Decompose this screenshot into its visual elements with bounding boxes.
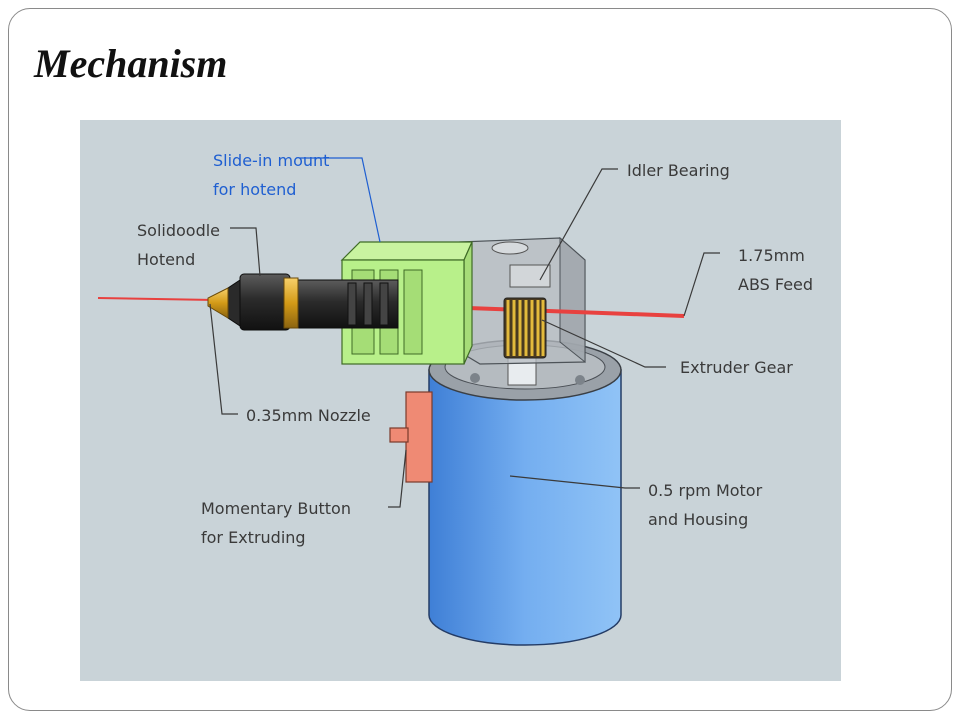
extruder-gear [503,297,547,359]
label-slide-in-mount: Slide-in mount for hotend [213,151,335,199]
label-abs-feed: 1.75mm ABS Feed [738,246,813,294]
label-nozzle: 0.35mm Nozzle [246,406,371,425]
label-momentary-button: Momentary Button for Extruding [201,499,356,547]
leader-abs-feed [683,252,720,317]
leader-button [388,449,407,508]
nozzle-tip [207,287,229,319]
leader-motor [509,475,640,489]
label-solidoodle-hotend: Solidoodle Hotend [137,221,225,269]
label-extruder-gear: Extruder Gear [680,358,793,377]
momentary-button [389,391,433,483]
filament-exit-line [97,297,216,301]
hotend-barrel [227,273,399,331]
mechanism-diagram: Slide-in mount for hotend Solidoodle Hot… [80,120,841,681]
slide-frame [8,8,952,711]
label-idler-bearing: Idler Bearing [627,161,730,180]
label-motor: 0.5 rpm Motor and Housing [648,481,767,529]
leader-solidoodle-hotend [230,227,261,277]
leader-idler-bearing [539,168,618,281]
leader-nozzle [209,303,238,415]
slide-title: Mechanism [34,41,228,86]
leader-slide-in-mount [300,157,381,243]
motor-housing [428,339,622,646]
leader-extruder-gear [541,319,666,368]
